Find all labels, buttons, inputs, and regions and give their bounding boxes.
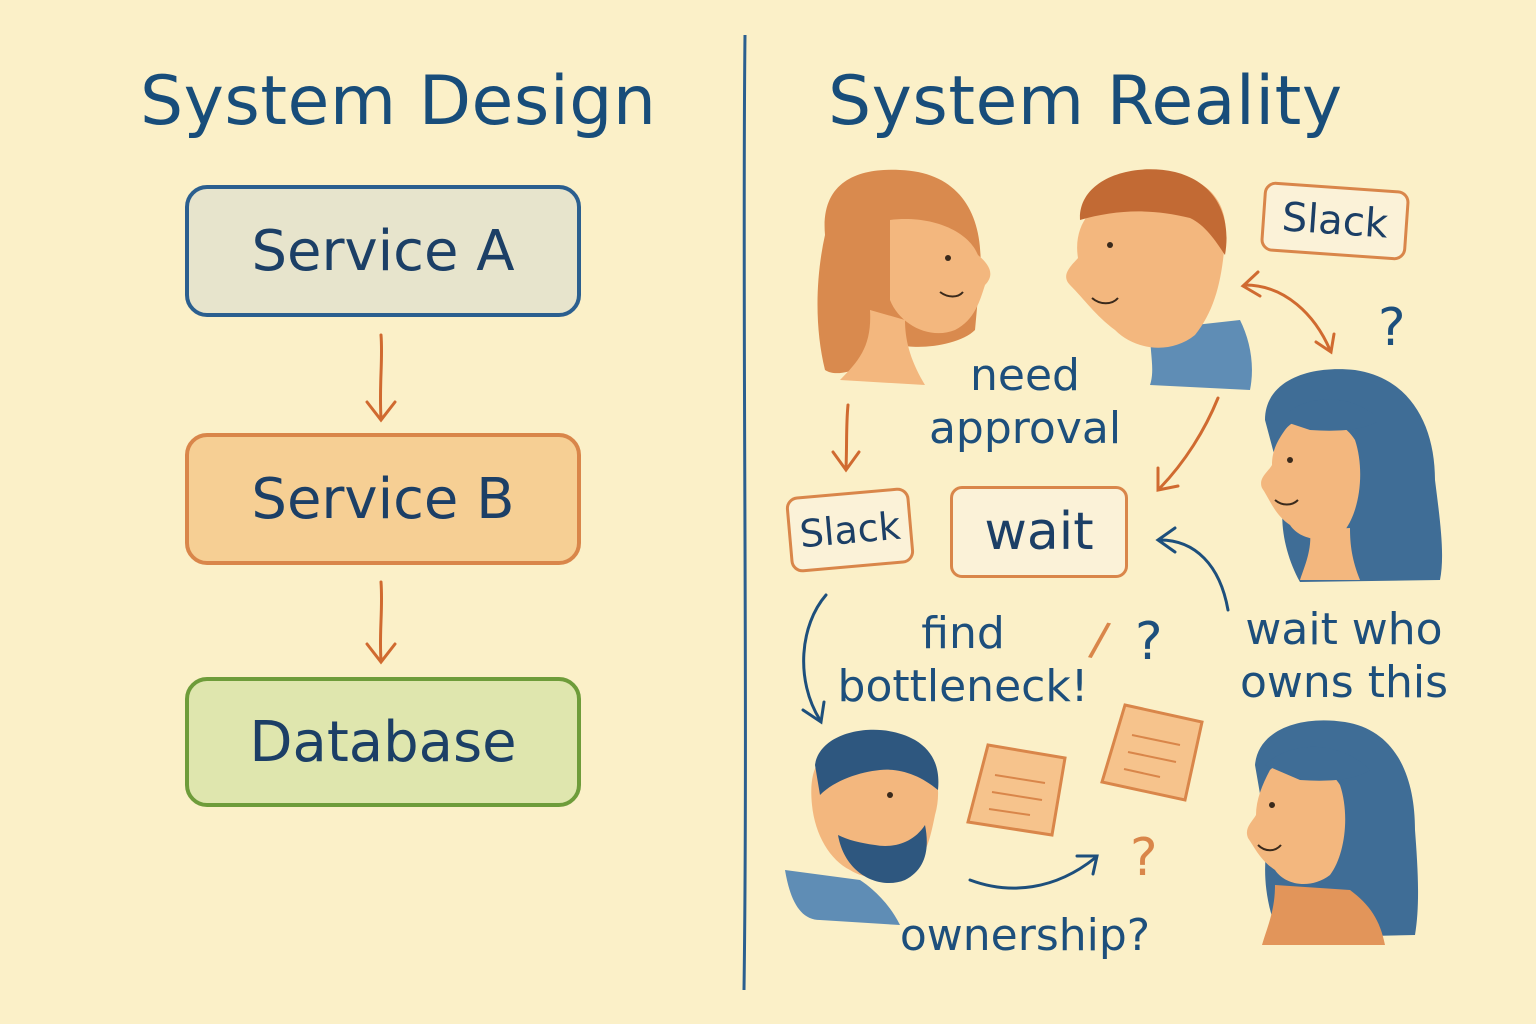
person-woman-bluehair: [1261, 369, 1443, 582]
ownership-note: ownership?: [899, 910, 1151, 961]
arrow-service-a-to-b: [365, 333, 397, 423]
wait-tag: wait: [950, 486, 1128, 578]
need-approval-note: need approval: [910, 350, 1140, 456]
service-a-box: Service A: [185, 185, 581, 317]
wait-who-line-1: wait who: [1245, 604, 1443, 655]
find-bottleneck-line-1: find: [921, 608, 1005, 659]
service-b-label: Service B: [251, 466, 515, 532]
need-approval-line-2: approval: [928, 402, 1122, 454]
arrow-curve-down-left: [801, 593, 828, 725]
person-man-beard: [785, 729, 939, 925]
service-a-label: Service A: [251, 218, 515, 284]
left-panel-title: System Design: [140, 62, 657, 141]
panel-divider: [742, 34, 747, 991]
arrow-service-b-to-database: [365, 580, 397, 665]
slack-tag-top-label: Slack: [1280, 194, 1390, 248]
sticky-note-left: [966, 743, 1067, 837]
person-woman-redhair: [817, 169, 991, 385]
find-bottleneck-line-2: bottleneck!: [837, 660, 1089, 712]
right-panel-title: System Reality: [828, 62, 1343, 141]
slack-tag-left-label: Slack: [797, 503, 903, 557]
question-mark-top: ?: [1378, 298, 1406, 358]
find-bottleneck-note: find bottleneck!: [828, 608, 1098, 714]
question-mark-middle: ?: [1135, 612, 1163, 672]
arrow-to-wait: [1156, 396, 1220, 492]
wait-tag-label: wait: [984, 502, 1094, 562]
arrow-bottom-middle: [968, 854, 1099, 890]
slack-tag-left: Slack: [784, 486, 916, 574]
need-approval-line-1: need: [970, 350, 1080, 401]
arrow-return-to-wait: [1155, 526, 1230, 612]
slack-tag-top: Slack: [1259, 180, 1411, 262]
question-mark-bottom: ?: [1130, 828, 1158, 888]
arrow-woman-down: [831, 403, 861, 473]
person-woman-bluehair-2: [1246, 720, 1419, 945]
arrow-double-man-woman: [1240, 270, 1336, 355]
wait-who-owns-note: wait who owns this: [1232, 604, 1456, 710]
service-b-box: Service B: [185, 433, 581, 565]
person-man-brownhair: [1066, 169, 1252, 390]
database-box: Database: [185, 677, 581, 807]
sticky-note-right: [1100, 703, 1204, 802]
database-label: Database: [249, 709, 517, 775]
wait-who-line-2: owns this: [1240, 656, 1448, 708]
